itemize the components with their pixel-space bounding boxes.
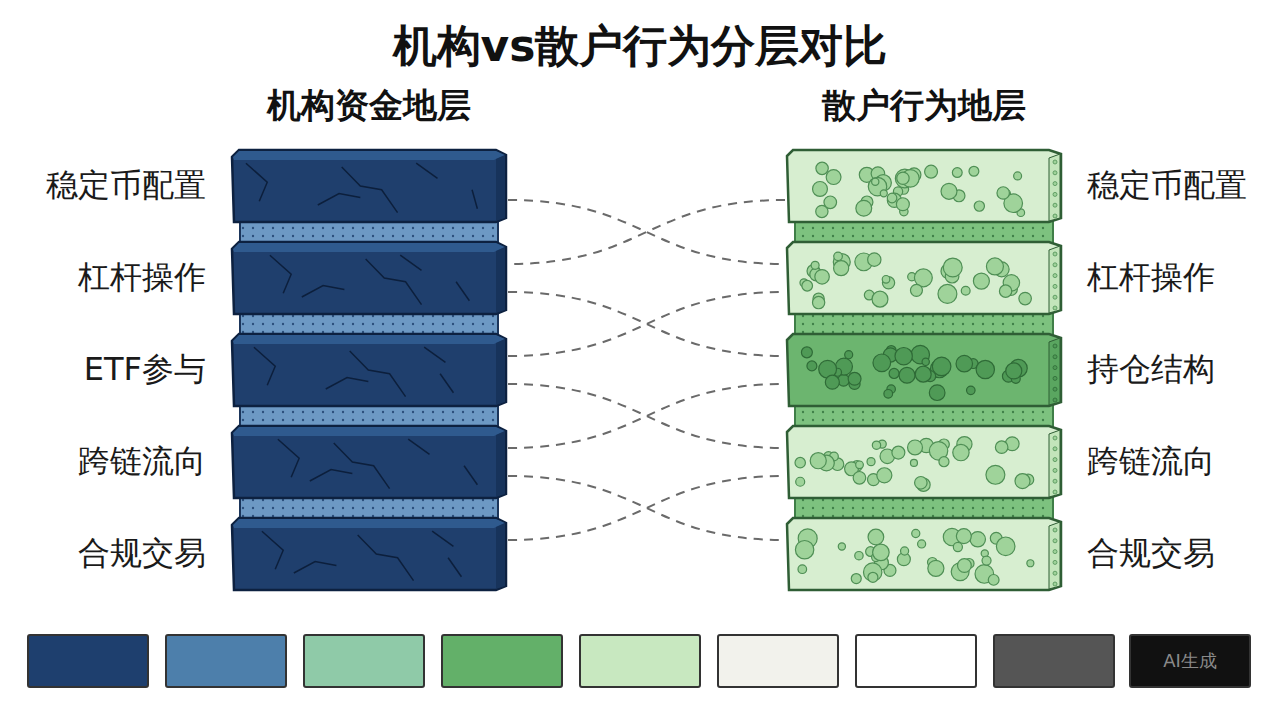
dashed-connector xyxy=(508,384,785,448)
rock-layer: ETF参与 xyxy=(230,332,508,408)
rock-slab xyxy=(230,332,508,408)
dashed-connector xyxy=(508,200,785,264)
sponge-slab xyxy=(785,424,1063,500)
palette-swatch xyxy=(1130,635,1250,687)
sponge-layer: 杠杆操作 xyxy=(785,240,1063,316)
layer-label: 杠杆操作 xyxy=(1087,256,1215,300)
rock-slab xyxy=(230,148,508,224)
layer-label: 跨链流向 xyxy=(78,440,206,484)
palette-swatch xyxy=(994,635,1114,687)
palette-swatch xyxy=(718,635,838,687)
dashed-connector xyxy=(508,384,785,448)
sponge-slab xyxy=(785,148,1063,224)
layer-label: 合规交易 xyxy=(1087,532,1215,576)
sponge-layer: 持仓结构 xyxy=(785,332,1063,408)
sponge-slab xyxy=(785,332,1063,408)
rock-layer: 稳定币配置 xyxy=(230,148,508,224)
layer-label: 稳定币配置 xyxy=(46,164,206,208)
column-heading: 散户行为地层 xyxy=(822,83,1026,129)
sponge-layer: 合规交易 xyxy=(785,516,1063,592)
column-heading: 机构资金地层 xyxy=(267,83,471,129)
sponge-layer: 稳定币配置 xyxy=(785,148,1063,224)
color-palette xyxy=(28,635,1250,687)
layer-label: 稳定币配置 xyxy=(1087,164,1247,208)
sponge-slab xyxy=(785,516,1063,592)
watermark: AI生成 xyxy=(1163,649,1217,673)
dashed-connector xyxy=(508,292,785,356)
dashed-connector xyxy=(508,476,785,540)
rock-layer: 合规交易 xyxy=(230,516,508,592)
layer-label: 持仓结构 xyxy=(1087,348,1215,392)
rock-slab xyxy=(230,424,508,500)
sponge-layer: 跨链流向 xyxy=(785,424,1063,500)
palette-swatch xyxy=(580,635,700,687)
diagram-title: 机构vs散户行为分层对比 xyxy=(393,17,888,76)
layer-label: ETF参与 xyxy=(84,348,206,392)
palette-swatch xyxy=(304,635,424,687)
dashed-connector xyxy=(508,292,785,356)
palette-swatch xyxy=(28,635,148,687)
palette-swatch xyxy=(166,635,286,687)
rock-slab xyxy=(230,240,508,316)
palette-swatch xyxy=(856,635,976,687)
rock-layer: 杠杆操作 xyxy=(230,240,508,316)
sponge-slab xyxy=(785,240,1063,316)
dashed-connector xyxy=(508,200,785,264)
palette-swatch xyxy=(442,635,562,687)
layer-label: 杠杆操作 xyxy=(78,256,206,300)
layer-label: 合规交易 xyxy=(78,532,206,576)
rock-slab xyxy=(230,516,508,592)
rock-layer: 跨链流向 xyxy=(230,424,508,500)
dashed-connector xyxy=(508,476,785,540)
layer-label: 跨链流向 xyxy=(1087,440,1215,484)
